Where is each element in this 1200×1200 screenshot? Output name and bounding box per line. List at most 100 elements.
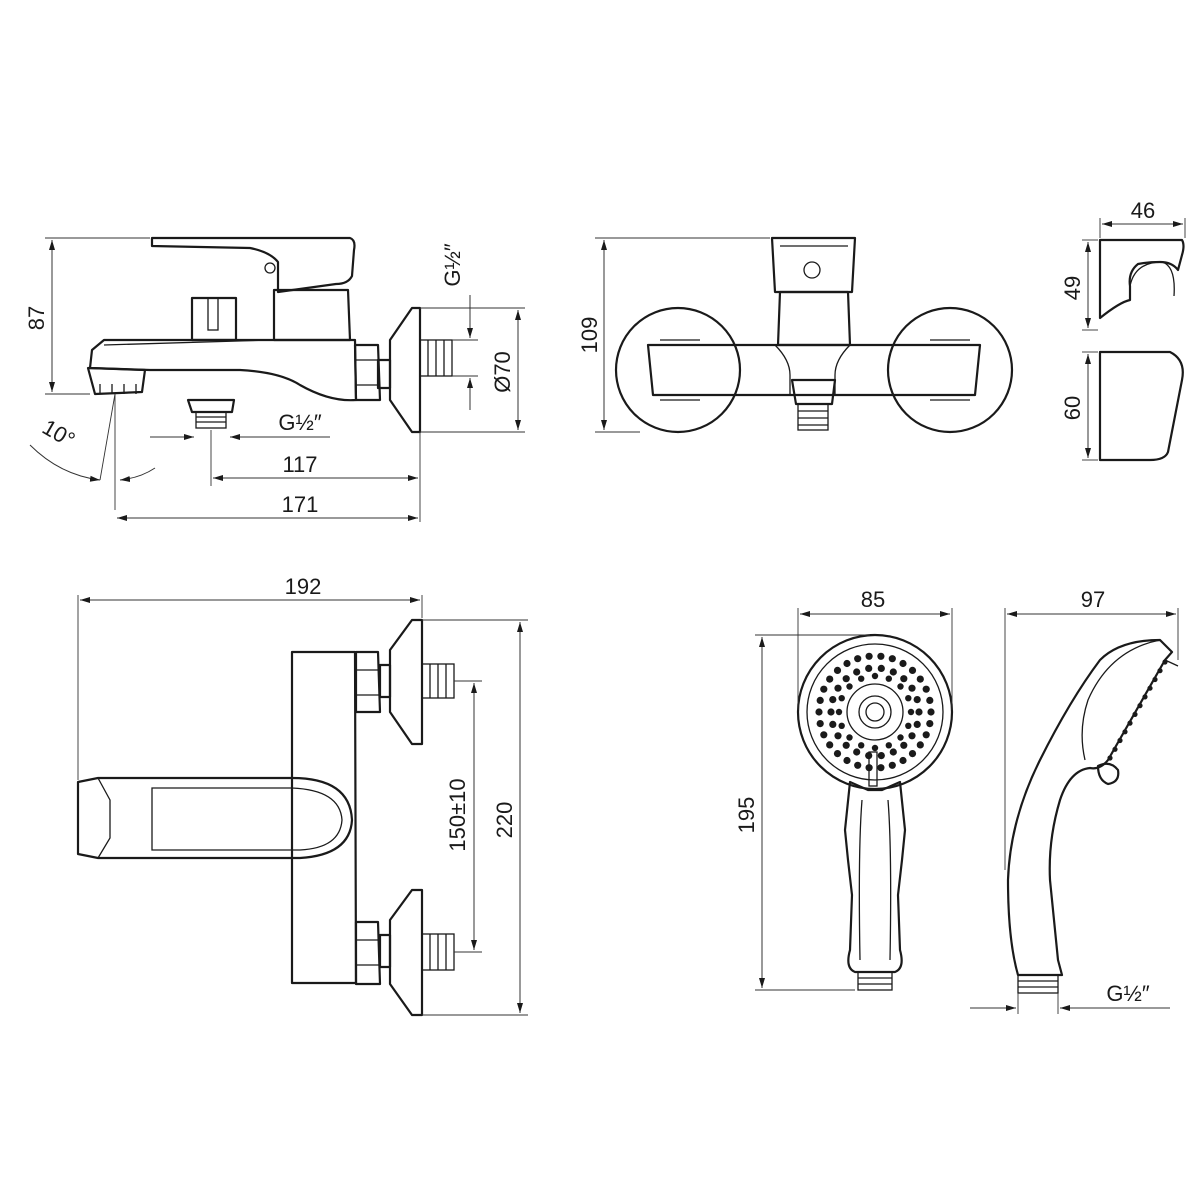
nozzle-holes: [815, 652, 935, 772]
nozzle-hole: [843, 659, 851, 668]
nozzle-hole: [842, 675, 850, 683]
nozzle-hole: [908, 750, 917, 758]
nozzle-hole: [905, 695, 912, 702]
side-nozzle: [1142, 694, 1148, 700]
nozzle-hole: [865, 664, 873, 673]
nozzle-hole: [815, 708, 823, 716]
side-nozzle: [1162, 659, 1168, 665]
nozzle-hole: [877, 752, 885, 760]
nozzle-hole: [846, 734, 853, 741]
nozzle-hole: [899, 756, 907, 765]
top-view: 192 150±10 220: [76, 574, 528, 1017]
label-side-diameter: Ø70: [490, 351, 515, 393]
side-nozzle: [1112, 746, 1118, 752]
nozzle-hole: [915, 708, 923, 716]
label-side-offset-117: 117: [282, 452, 317, 477]
nozzle-hole: [842, 741, 850, 749]
label-holder-height-49: 49: [1060, 276, 1085, 300]
side-nozzle: [1152, 676, 1158, 683]
nozzle-hole: [885, 675, 892, 682]
side-nozzle: [1132, 711, 1138, 718]
nozzle-hole: [888, 655, 896, 663]
nozzle-hole: [846, 683, 853, 690]
label-side-thread-top: G½″: [440, 243, 465, 286]
label-front-height: 109: [577, 317, 602, 354]
label-shower-length: 195: [734, 797, 759, 834]
nozzle-hole: [877, 664, 885, 673]
side-nozzle: [1147, 685, 1153, 691]
label-shower-head-width: 85: [861, 587, 885, 612]
nozzle-hole: [897, 683, 904, 690]
nozzle-hole: [826, 741, 834, 749]
hand-shower-front-view: 85 195: [734, 587, 954, 991]
nozzle-hole: [871, 672, 879, 680]
label-top-overall-220: 220: [492, 802, 517, 839]
nozzle-hole: [858, 675, 865, 682]
side-nozzle: [1122, 729, 1128, 735]
nozzle-hole: [826, 675, 834, 683]
side-nozzle: [1107, 755, 1113, 761]
nozzle-hole: [900, 675, 908, 683]
nozzle-hole: [916, 741, 924, 749]
label-top-center-distance: 150±10: [445, 778, 470, 851]
nozzle-hole: [816, 696, 824, 705]
nozzle-hole: [820, 731, 828, 739]
nozzle-hole: [922, 685, 930, 693]
nozzle-hole: [829, 696, 837, 704]
nozzle-hole: [843, 756, 851, 765]
nozzle-hole: [854, 655, 862, 663]
nozzle-hole: [899, 659, 907, 668]
nozzle-hole: [833, 666, 842, 675]
label-shower-side-depth: 97: [1081, 587, 1105, 612]
nozzle-hole: [871, 744, 879, 752]
nozzle-hole: [888, 761, 896, 769]
nozzle-hole: [889, 668, 897, 676]
nozzle-hole: [900, 741, 908, 749]
nozzle-hole: [916, 675, 924, 683]
label-holder-width: 46: [1131, 198, 1155, 223]
nozzle-hole: [834, 732, 842, 740]
label-holder-height-60: 60: [1060, 396, 1085, 420]
nozzle-hole: [913, 720, 921, 729]
nozzle-hole: [927, 708, 935, 716]
nozzle-hole: [853, 748, 861, 756]
hand-shower-side-view: 97 G½″: [970, 587, 1179, 1014]
label-side-thread-bottom: G½″: [278, 410, 321, 435]
front-view: 109: [577, 236, 1014, 434]
nozzle-hole: [838, 722, 845, 729]
nozzle-hole: [834, 684, 842, 692]
nozzle-hole: [835, 708, 843, 716]
nozzle-hole: [907, 708, 915, 716]
nozzle-hole: [926, 696, 934, 705]
nozzle-hole: [908, 684, 916, 692]
nozzle-hole: [820, 685, 828, 693]
label-side-length-171: 171: [282, 492, 319, 517]
nozzle-hole: [908, 666, 917, 675]
label-top-width-192: 192: [285, 574, 322, 599]
nozzle-hole: [833, 750, 842, 758]
nozzle-hole: [926, 720, 934, 728]
label-side-angle: 10°: [38, 414, 79, 452]
nozzle-hole: [913, 696, 921, 704]
side-nozzle: [1137, 703, 1143, 709]
side-nozzle-row: [1107, 659, 1168, 761]
nozzle-hole: [838, 695, 845, 702]
side-view: 87 10° G½″ 117 171 G½″ Ø70: [24, 236, 525, 522]
nozzle-hole: [897, 734, 904, 741]
side-nozzle: [1157, 668, 1163, 674]
nozzle-hole: [858, 742, 865, 749]
label-shower-thread: G½″: [1106, 981, 1149, 1006]
label-side-height: 87: [24, 306, 49, 330]
nozzle-hole: [854, 761, 862, 769]
nozzle-hole: [922, 731, 930, 739]
nozzle-hole: [889, 748, 897, 756]
nozzle-hole: [816, 720, 824, 728]
nozzle-hole: [885, 742, 892, 749]
nozzle-hole: [829, 720, 837, 729]
nozzle-hole: [865, 652, 873, 660]
side-nozzle: [1117, 737, 1123, 744]
nozzle-hole: [905, 722, 912, 729]
side-nozzle: [1127, 720, 1133, 726]
